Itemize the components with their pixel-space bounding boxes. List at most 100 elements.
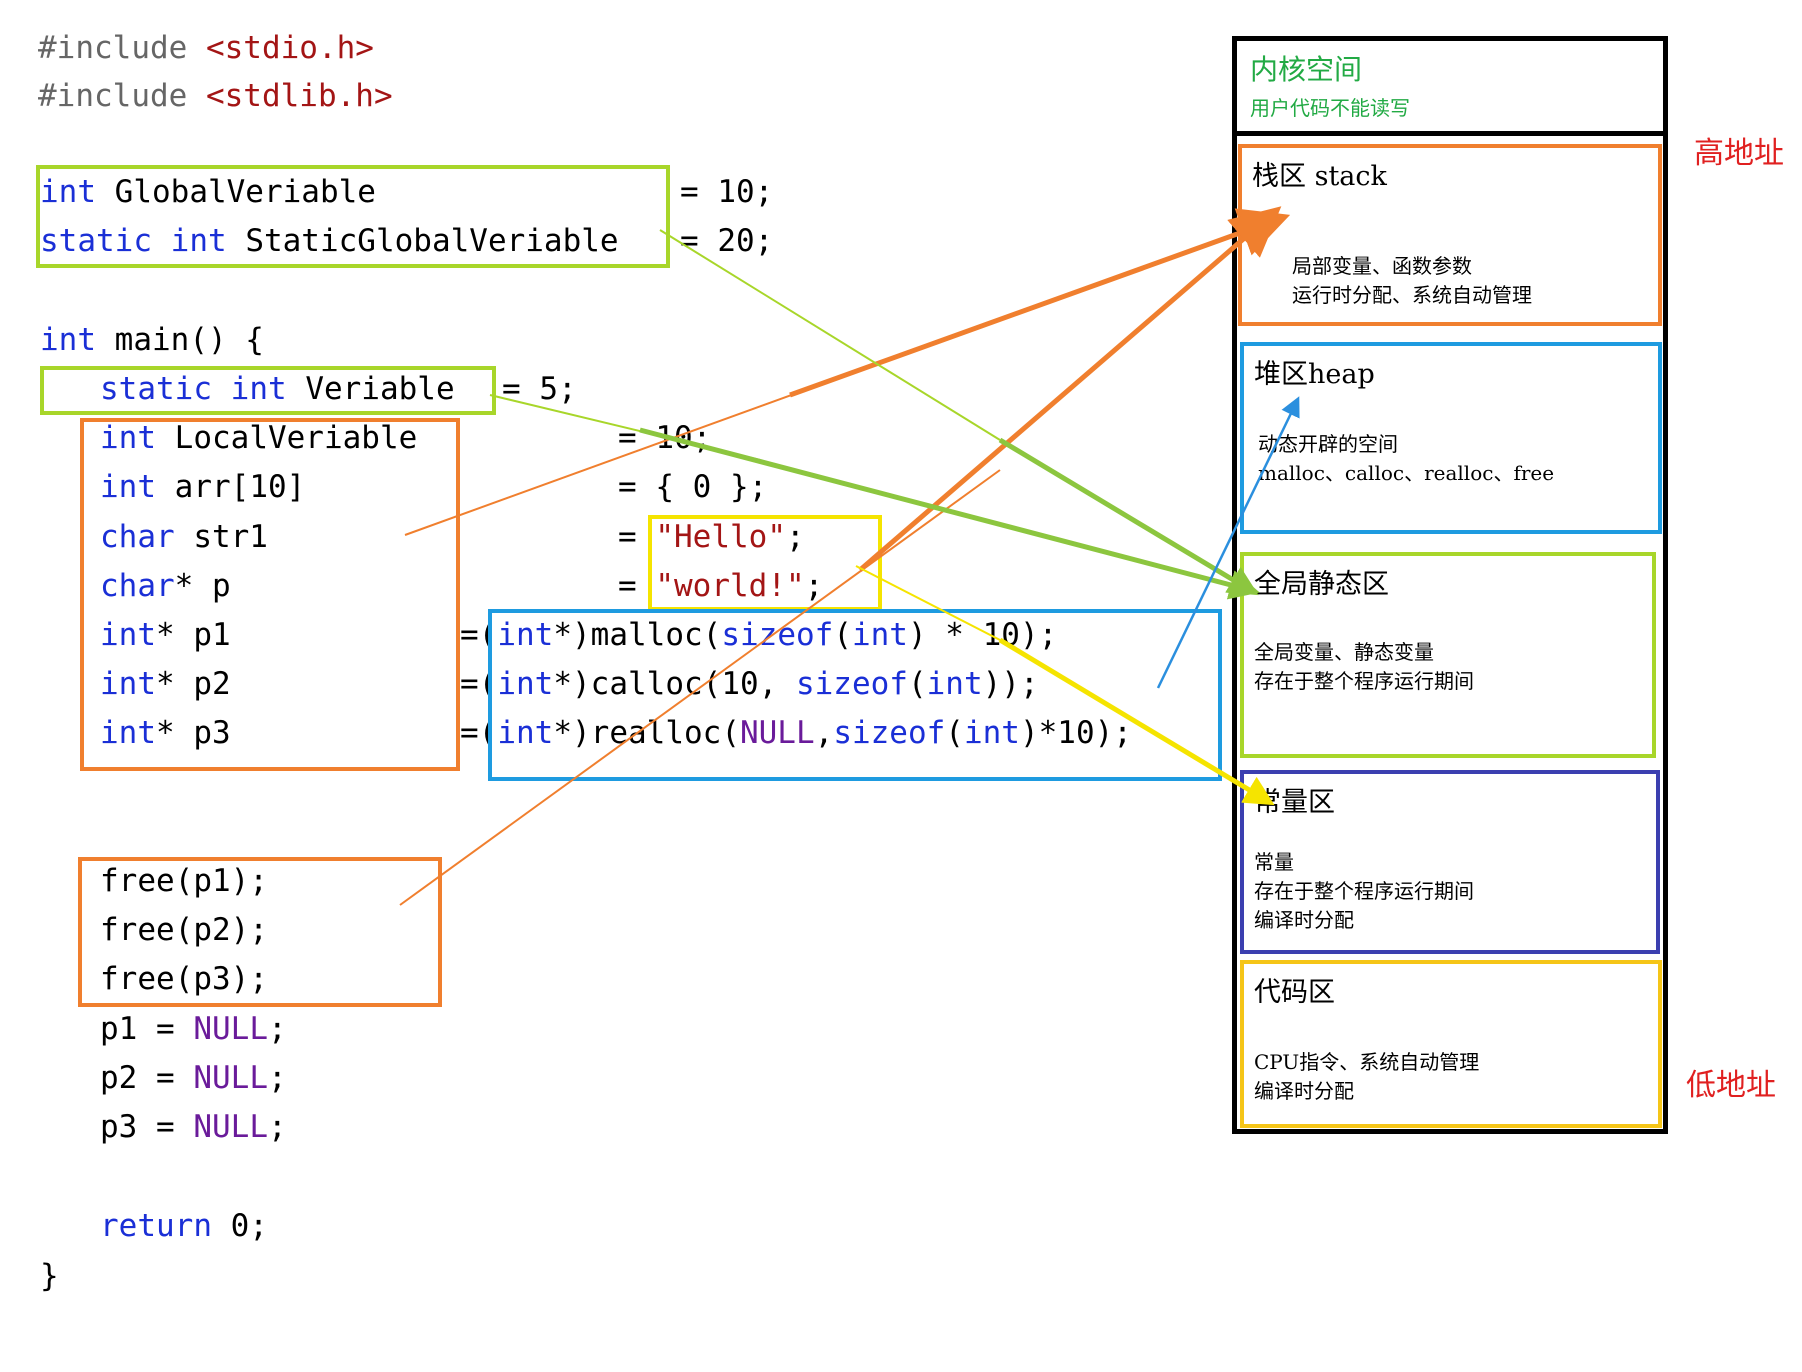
identifier: * p3 (156, 715, 231, 751)
include-keyword: #include (38, 78, 188, 114)
call-tail: )*10); (1019, 715, 1132, 751)
main-signature: main() { (96, 322, 264, 358)
code-p1-decl: int* p1 (100, 611, 231, 660)
equals-sign: = (618, 568, 637, 604)
global-static-desc: 全局变量、静态变量 存在于整个程序运行期间 (1254, 640, 1474, 693)
string-literal: "world!" (655, 568, 805, 604)
return-keyword: return (100, 1208, 212, 1244)
code-p2-decl: int* p2 (100, 660, 231, 709)
equals-sign: = (460, 715, 479, 751)
code-area-desc: CPU指令、系统自动管理 编译时分配 (1254, 1050, 1480, 1103)
cast-keyword: int (497, 715, 554, 751)
assignment: = 10; (680, 174, 774, 210)
semicolon: ; (267, 1109, 287, 1145)
code-free-p1: free(p1); (100, 863, 268, 899)
code-p1-malloc: =(int*)malloc(sizeof(int) * 10); (460, 617, 1058, 653)
code-return: return 0; (100, 1202, 268, 1251)
code-include-stdlib: #include <stdlib.h> (38, 72, 393, 121)
include-keyword: #include (38, 30, 188, 66)
identifier: Veriable (286, 371, 455, 407)
heap-title: 堆区heap (1254, 359, 1375, 390)
identifier: * p1 (156, 617, 231, 653)
equals-sign: = (460, 666, 479, 702)
malloc-call: *)malloc( (553, 617, 722, 653)
type-keyword: int (40, 174, 96, 210)
type-keyword: int (170, 223, 227, 259)
free-calls-box (78, 857, 442, 1007)
code-local-variable: int LocalVeriable (100, 414, 417, 463)
code-static-global-variable: static int StaticGlobalVeriable (40, 217, 619, 266)
assignment: = { 0 }; (618, 469, 768, 505)
lhs: p3 = (100, 1109, 194, 1145)
sizeof-keyword: sizeof (721, 617, 834, 653)
global-static-title: 全局静态区 (1254, 569, 1389, 600)
identifier: arr[10] (156, 469, 306, 505)
null-literal: NULL (739, 715, 815, 751)
type-keyword: int (100, 617, 156, 653)
type-keyword: int (100, 715, 156, 751)
sizeof-keyword: sizeof (833, 715, 946, 751)
null-literal: NULL (193, 1109, 268, 1145)
identifier: StaticGlobalVeriable (226, 223, 619, 259)
heap-alloc-box (488, 609, 1222, 781)
kernel-space-region: 内核空间 用户代码不能读写 (1240, 42, 1660, 130)
type-keyword: int (100, 420, 156, 456)
heap-desc: 动态开辟的空间 malloc、calloc、realloc、free (1258, 432, 1555, 485)
arrow-globals-to-static (659, 229, 1001, 441)
lhs: p1 = (100, 1011, 194, 1047)
code-main-signature: int main() { (40, 316, 264, 365)
arrow-static-local-to-static-head (639, 427, 1260, 600)
code-free-p3: free(p3); (100, 961, 268, 997)
header-name: <stdlib.h> (205, 78, 393, 114)
arrow-free-to-stack (399, 469, 1001, 906)
arg-keyword: int (926, 666, 983, 702)
low-address-label: 低地址 (1686, 1068, 1776, 1103)
heap-region: 堆区heap 动态开辟的空间 malloc、calloc、realloc、fre… (1240, 342, 1662, 534)
global-static-region: 全局静态区 全局变量、静态变量 存在于整个程序运行期间 (1240, 552, 1656, 758)
type-keyword: int (100, 469, 156, 505)
arrow-locals-to-stack-head (789, 208, 1291, 398)
static-keyword: static (100, 371, 212, 407)
identifier: * p2 (156, 666, 231, 702)
comma: , (814, 715, 834, 751)
code-null-p2: p2 = NULL; (100, 1054, 287, 1103)
arrow-free-to-stack-head (858, 206, 1282, 572)
constant-desc: 常量 存在于整个程序运行期间 编译时分配 (1254, 850, 1474, 932)
type-keyword: int (40, 322, 96, 358)
arrow-strings-to-constant (855, 565, 1001, 641)
type-keyword: char (100, 568, 175, 604)
code-char-pointer-assign: = "world!"; (618, 562, 823, 611)
string-literal: "Hello" (655, 519, 786, 555)
kernel-space-title: 内核空间 (1250, 53, 1363, 86)
global-vars-box (36, 165, 670, 268)
kernel-space-desc: 用户代码不能读写 (1250, 96, 1410, 120)
local-vars-box (80, 418, 460, 771)
type-keyword: char (100, 519, 175, 555)
equals-sign: = (460, 617, 479, 653)
code-global-variable: int GlobalVeriable (40, 168, 376, 217)
arg-keyword: int (851, 617, 908, 653)
code-null-p3: p3 = NULL; (100, 1103, 287, 1152)
lhs: p2 = (100, 1060, 194, 1096)
null-literal: NULL (193, 1011, 268, 1047)
code-null-p1: p1 = NULL; (100, 1005, 287, 1054)
semicolon: ; (786, 519, 805, 555)
code-p3-realloc: =(int*)realloc(NULL,sizeof(int)*10); (460, 715, 1132, 751)
kernel-frame (1232, 36, 1668, 136)
return-value: 0; (211, 1208, 268, 1244)
identifier: str1 (174, 519, 268, 555)
arrow-strings-to-constant-head (998, 637, 1275, 806)
code-close-brace: } (40, 1258, 59, 1294)
code-region: 代码区 CPU指令、系统自动管理 编译时分配 (1240, 960, 1662, 1128)
type-keyword: int (230, 371, 287, 407)
call-tail: )); (982, 666, 1039, 702)
realloc-call: *)realloc( (553, 715, 740, 751)
identifier: LocalVeriable (156, 420, 418, 456)
code-char-pointer: char* p (100, 562, 231, 611)
cast-keyword: int (497, 617, 554, 653)
cast-keyword: int (497, 666, 554, 702)
identifier: * p (174, 568, 231, 604)
code-char-str1: char str1 (100, 513, 268, 562)
static-local-box (40, 366, 496, 415)
